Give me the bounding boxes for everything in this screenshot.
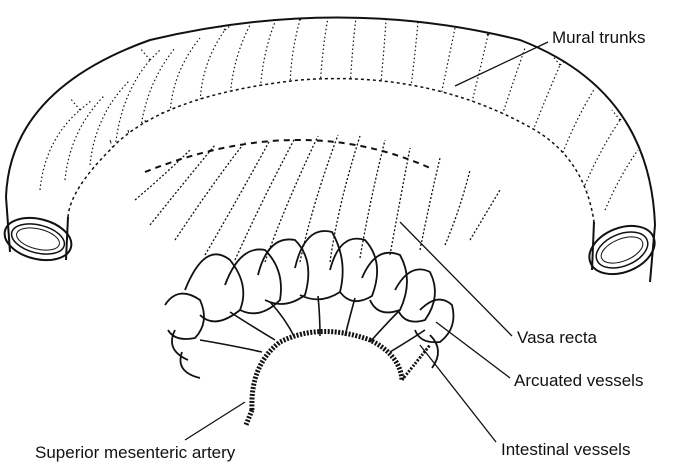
leader-arcuated-vessels <box>436 322 510 378</box>
intestine-loop <box>6 18 655 283</box>
vasa-recta <box>135 135 500 262</box>
label-mural-trunks: Mural trunks <box>552 29 646 46</box>
superior-mesenteric-artery <box>246 331 430 425</box>
cut-end-left <box>0 211 76 266</box>
leader-superior-mesenteric-artery <box>185 402 245 440</box>
label-superior-mesenteric-artery: Superior mesenteric artery <box>35 444 235 461</box>
wall-hatching <box>110 112 588 212</box>
label-vasa-recta: Vasa recta <box>517 329 597 346</box>
intestinal-vessels <box>200 296 425 352</box>
mesenteric-border <box>145 140 430 172</box>
label-intestinal-vessels: Intestinal vessels <box>501 441 630 458</box>
leader-vasa-recta <box>400 222 512 336</box>
mural-trunks <box>40 10 638 210</box>
arcuated-vessels <box>165 231 454 378</box>
label-arcuated-vessels: Arcuated vessels <box>514 372 643 389</box>
leader-mural-trunks <box>455 42 548 86</box>
